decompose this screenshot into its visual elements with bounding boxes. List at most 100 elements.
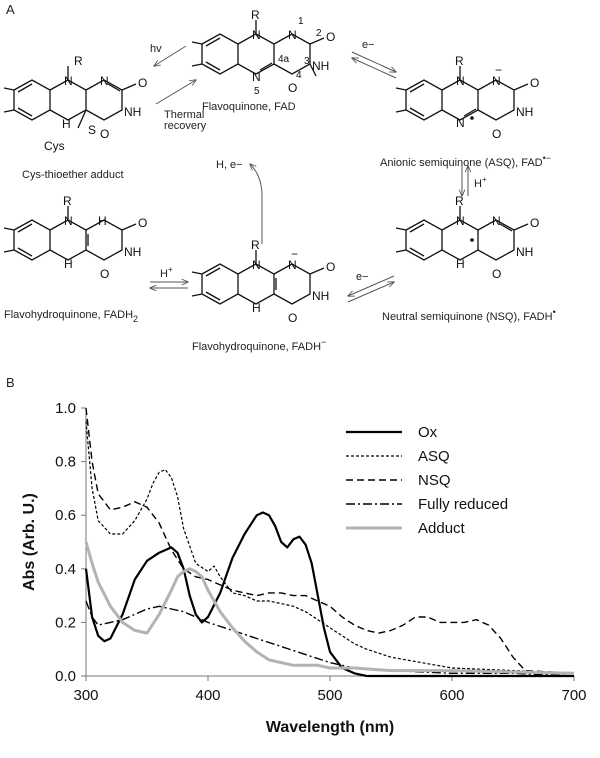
adduct-N5H: H [62, 117, 71, 131]
fq-O4: O [288, 81, 297, 95]
series-line-nsq [85, 407, 575, 674]
y-tick-label: 0.8 [55, 454, 76, 471]
series-line-ox [84, 511, 574, 678]
x-tick-label: 600 [439, 687, 464, 704]
fq-num3: 3 [304, 56, 310, 67]
fadha-O4: O [288, 311, 297, 325]
fq-num1: 1 [298, 16, 304, 27]
arrow-h1-label: H+ [474, 175, 487, 190]
legend-label-ox: Ox [418, 424, 438, 441]
adduct-cys: Cys [44, 139, 65, 153]
asq-N5: N [456, 116, 465, 130]
legend-label-adduct: Adduct [418, 520, 466, 537]
x-axis-title: Wavelength (nm) [266, 719, 394, 736]
fadh2-N5H: H [64, 257, 73, 271]
y-tick-label: 0.6 [55, 507, 76, 524]
fadh2-NH: NH [124, 245, 141, 259]
y-tick-label: 0.0 [55, 668, 76, 685]
arrow-thermal-label-1: Thermal [164, 109, 204, 121]
nsq-name: Neutral semiquinone (NSQ), FADH• [382, 307, 556, 323]
series-line-adduct [84, 541, 575, 675]
fq-N1: N [288, 28, 297, 42]
structure-asq: R N N − N NH O O Anionic semiquinone (AS… [380, 54, 551, 169]
x-tick-label: 500 [317, 687, 342, 704]
fadha-NH: NH [312, 289, 329, 303]
fadha-R: R [251, 238, 260, 252]
fq-O2: O [326, 30, 335, 44]
series-line-asq [85, 421, 575, 674]
fadha-N1: N [288, 258, 297, 272]
fq-num2: 2 [316, 28, 322, 39]
arrow-h2-label: H+ [160, 265, 173, 280]
adduct-name: Cys-thioether adduct [22, 169, 124, 181]
x-tick-label: 300 [73, 687, 98, 704]
y-tick-label: 1.0 [55, 400, 76, 417]
fadha-N10: N [252, 258, 261, 272]
fq-num4a: 4a [278, 54, 290, 65]
panel-b: B 0.0 0.2 0.4 0.6 0.8 1.0 300 400 500 600 700Wavel… [6, 375, 587, 736]
fadha-N5H: H [252, 301, 261, 315]
fadha-name: Flavohydroquinone, FADH− [192, 337, 326, 353]
structure-flavoquinone: R N N N NH O O 1 2 3 4 4a 5 Flavoquinone… [191, 8, 335, 113]
structure-fadh-anion: R N N − H NH O O Flavohydroquinone, FADH… [191, 238, 335, 353]
fq-N5: N [252, 70, 261, 84]
structure-nsq: R N N H NH O O Neutral semiquinone (NSQ)… [382, 194, 556, 323]
nsq-O4: O [492, 267, 501, 281]
reaction-arrows: hv Thermal recovery e− H+ e− H+ H, e− [150, 39, 487, 303]
fadha-minus: − [291, 247, 298, 261]
x-tick-label: 700 [561, 687, 586, 704]
panel-a-label: A [6, 2, 15, 17]
fadh2-R: R [63, 194, 72, 208]
fq-NH: NH [312, 59, 329, 73]
y-axis-title: Abs (Arb. U.) [21, 493, 38, 591]
structure-fadh2: R N H H NH O O Flavohydroquinone, FADH2 [3, 194, 147, 324]
fadh2-O2: O [138, 216, 147, 230]
asq-name: Anionic semiquinone (ASQ), FAD•− [380, 153, 551, 169]
asq-N10: N [456, 74, 465, 88]
asq-minus: − [495, 63, 502, 77]
asq-N1: N [492, 74, 501, 88]
fq-N10: N [252, 28, 261, 42]
asq-O2: O [530, 76, 539, 90]
panel-b-label: B [6, 375, 15, 390]
fadh2-O4: O [100, 267, 109, 281]
arrow-hv-label: hv [150, 43, 162, 55]
nsq-NH: NH [516, 245, 533, 259]
asq-R: R [455, 54, 464, 68]
asq-NH: NH [516, 105, 533, 119]
fq-name: Flavoquinone, FAD [202, 101, 296, 113]
fq-num4: 4 [296, 70, 302, 81]
adduct-R: R [74, 54, 83, 68]
adduct-S: S [88, 123, 96, 137]
adduct-N1: N [100, 74, 109, 88]
fadha-O2: O [326, 260, 335, 274]
fadh2-name: Flavohydroquinone, FADH2 [4, 309, 138, 324]
adduct-O4: O [100, 127, 109, 141]
arrow-he-label: H, e− [216, 159, 243, 171]
asq-O4: O [492, 127, 501, 141]
x-tick-label: 400 [195, 687, 220, 704]
arrow-thermal-label-2: recovery [164, 120, 207, 132]
adduct-N10: N [64, 74, 73, 88]
adduct-O2: O [138, 76, 147, 90]
panel-a: A R N N N NH O O 1 2 3 4 4a 5 Flavoquino… [3, 2, 556, 353]
nsq-R: R [455, 194, 464, 208]
absorbance-chart: 0.0 0.2 0.4 0.6 0.8 1.0 300 400 500 600 700Wavelen… [21, 400, 587, 736]
structure-adduct: R N N H NH O O S Cys Cys-thioether adduc… [3, 54, 147, 181]
fq-num5: 5 [254, 86, 260, 97]
legend-label-nsq: NSQ [418, 472, 451, 489]
nsq-N5H: H [456, 257, 465, 271]
arrow-e1-label: e− [362, 39, 375, 51]
arrow-e2-label: e− [356, 271, 369, 283]
adduct-NH: NH [124, 105, 141, 119]
nsq-N1: N [492, 214, 501, 228]
y-tick-label: 0.4 [55, 561, 76, 578]
fq-R: R [251, 8, 260, 22]
nsq-N10: N [456, 214, 465, 228]
fadh2-N1H: H [98, 214, 107, 228]
nsq-O2: O [530, 216, 539, 230]
fadh2-N10: N [64, 214, 73, 228]
y-tick-label: 0.2 [55, 614, 76, 631]
legend-label-asq: ASQ [418, 448, 450, 465]
